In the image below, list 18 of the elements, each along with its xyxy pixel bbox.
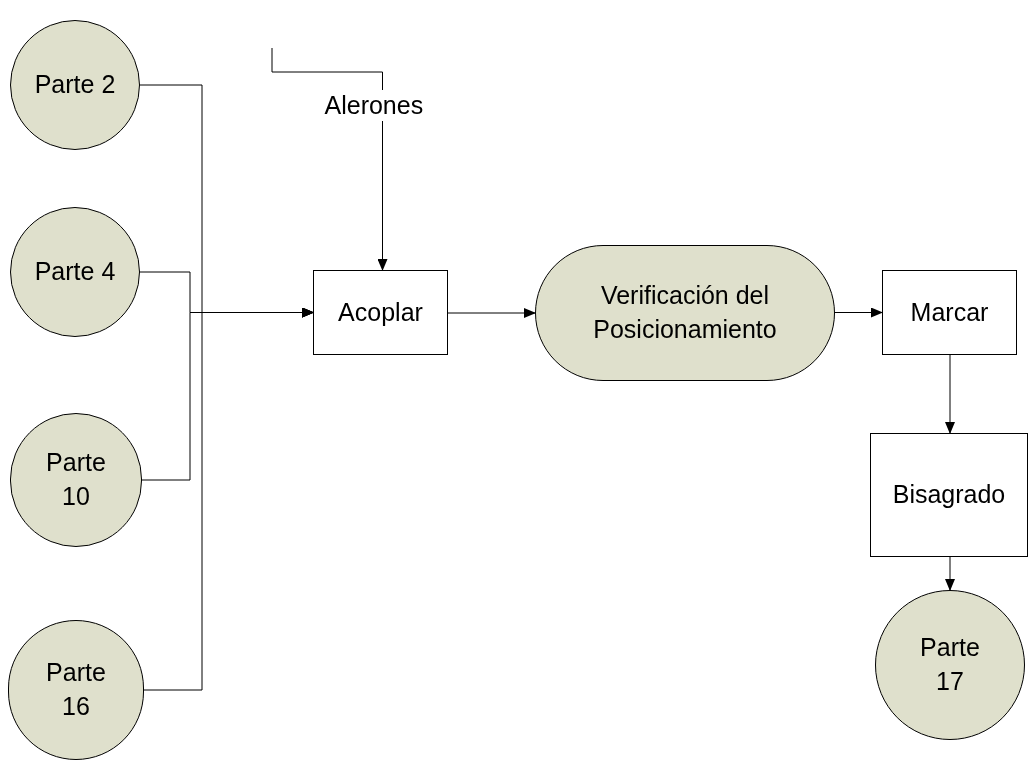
node-label: Parte 4 [34, 256, 116, 288]
node-label: Parte 10 [45, 447, 107, 512]
process-box [870, 433, 1028, 557]
process-box [313, 270, 448, 355]
node-label: Parte 17 [919, 632, 981, 697]
connector-arrow [143, 307, 314, 691]
node-label: Parte 2 [34, 69, 116, 101]
node-label: Bisagrado [892, 479, 1006, 511]
connector-arrow [271, 47, 388, 271]
node-label: Marcar [910, 296, 989, 328]
connector-arrow [447, 308, 536, 318]
connector-arrow [834, 307, 883, 318]
connector-arrow [945, 556, 955, 591]
node-label: Acoplar [338, 296, 423, 328]
process-box [882, 270, 1017, 355]
node-label: Parte 16 [45, 657, 107, 722]
node-label: Verificación del Posicionamiento [592, 280, 778, 345]
connector-arrow [945, 354, 955, 434]
